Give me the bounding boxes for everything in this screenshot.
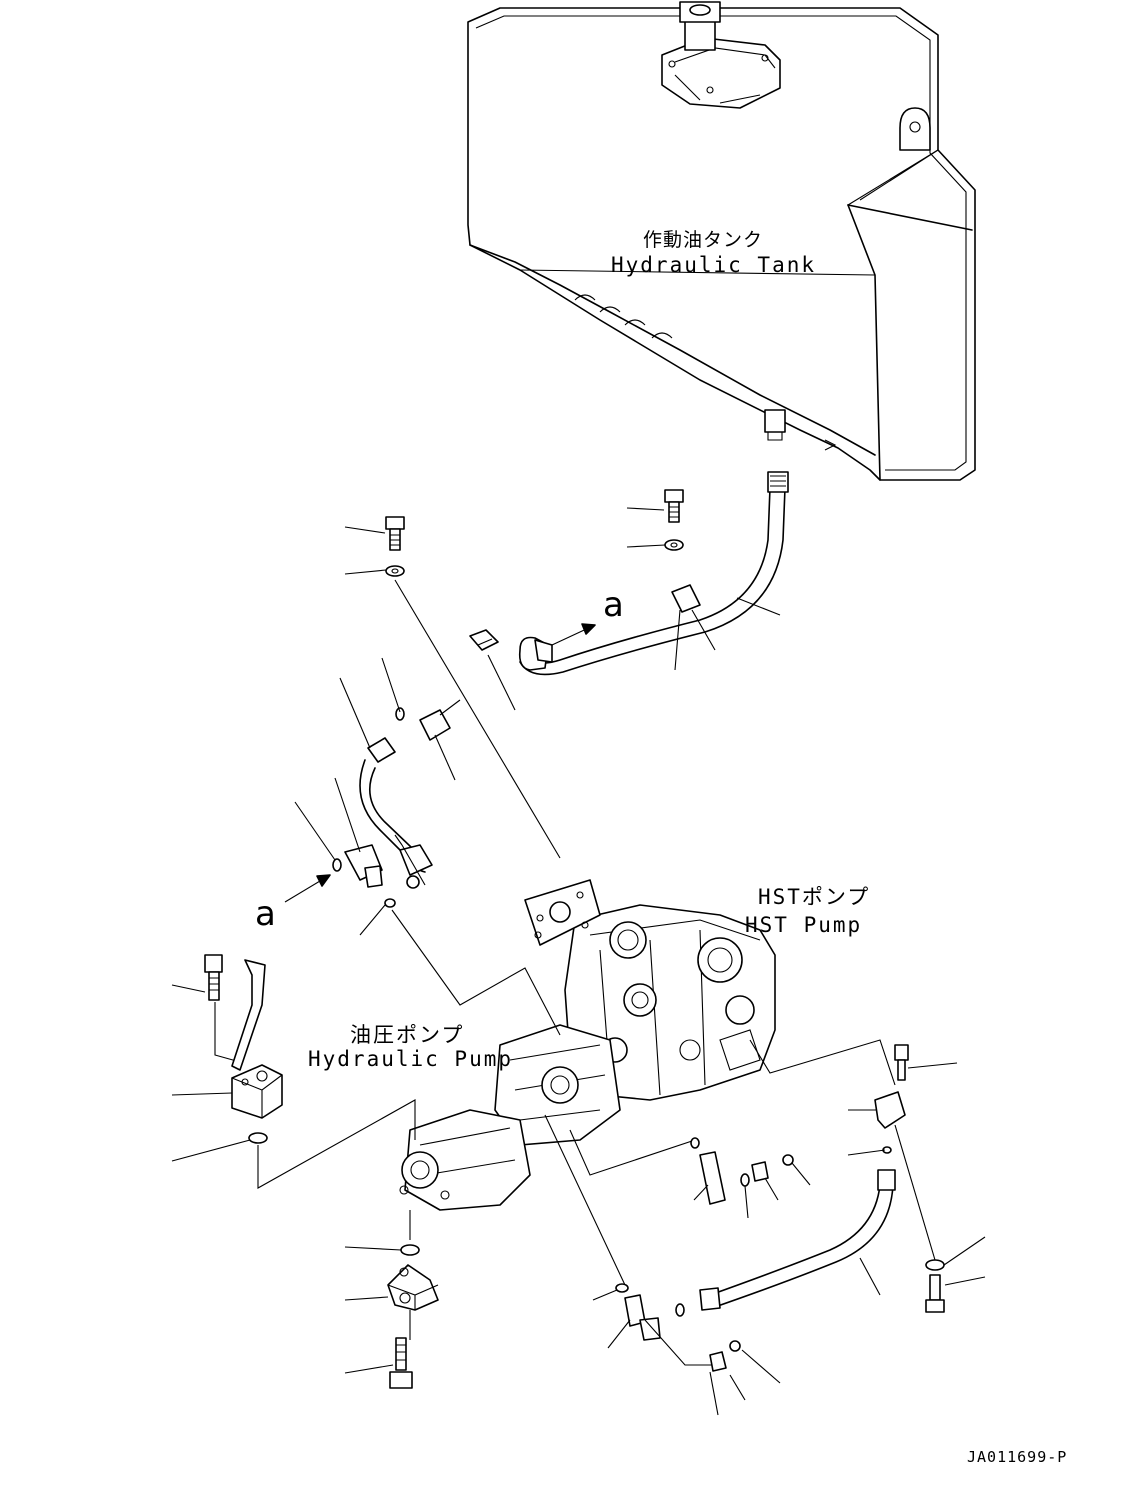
elbow-fitting	[332, 834, 403, 908]
suction-hose	[518, 471, 789, 676]
callout-leaders	[171, 507, 986, 1416]
leader-washer-flange	[394, 579, 561, 859]
clamp-bolt	[664, 489, 684, 551]
pump-label-jp: 油圧ポンプ	[350, 1023, 464, 1047]
tank-label-en: Hydraulic Tank	[611, 253, 816, 277]
return-hose	[699, 1169, 896, 1311]
left-bolt	[385, 516, 405, 577]
ref-marker-upper-text: a	[603, 585, 624, 625]
right-side-fittings	[749, 1039, 945, 1313]
tank-label-jp: 作動油タンク	[643, 229, 763, 251]
pressure-pipe	[359, 737, 433, 889]
pump-label-en: Hydraulic Pump	[308, 1047, 513, 1071]
hydraulic-tank: 作動油タンク Hydraulic Tank	[467, 1, 976, 481]
hst-label-jp: HSTポンプ	[758, 885, 870, 909]
bracket-assembly	[204, 954, 416, 1189]
leader-oring-pump	[391, 909, 561, 1036]
hst-label-en: HST Pump	[745, 913, 862, 937]
pump-assembly: HSTポンプ HST Pump 油圧ポンプ Hydraulic Pump	[308, 879, 870, 1211]
ref-marker-lower: a	[255, 874, 331, 934]
adapter-fittings	[395, 629, 499, 741]
drawing-code: JA011699-P	[967, 1448, 1067, 1466]
lower-center-fittings	[544, 1114, 741, 1372]
ref-marker-upper: a	[551, 585, 624, 646]
lower-left-fittings	[387, 1210, 439, 1389]
ref-marker-lower-text: a	[255, 894, 276, 934]
center-right-fittings	[569, 1129, 794, 1205]
